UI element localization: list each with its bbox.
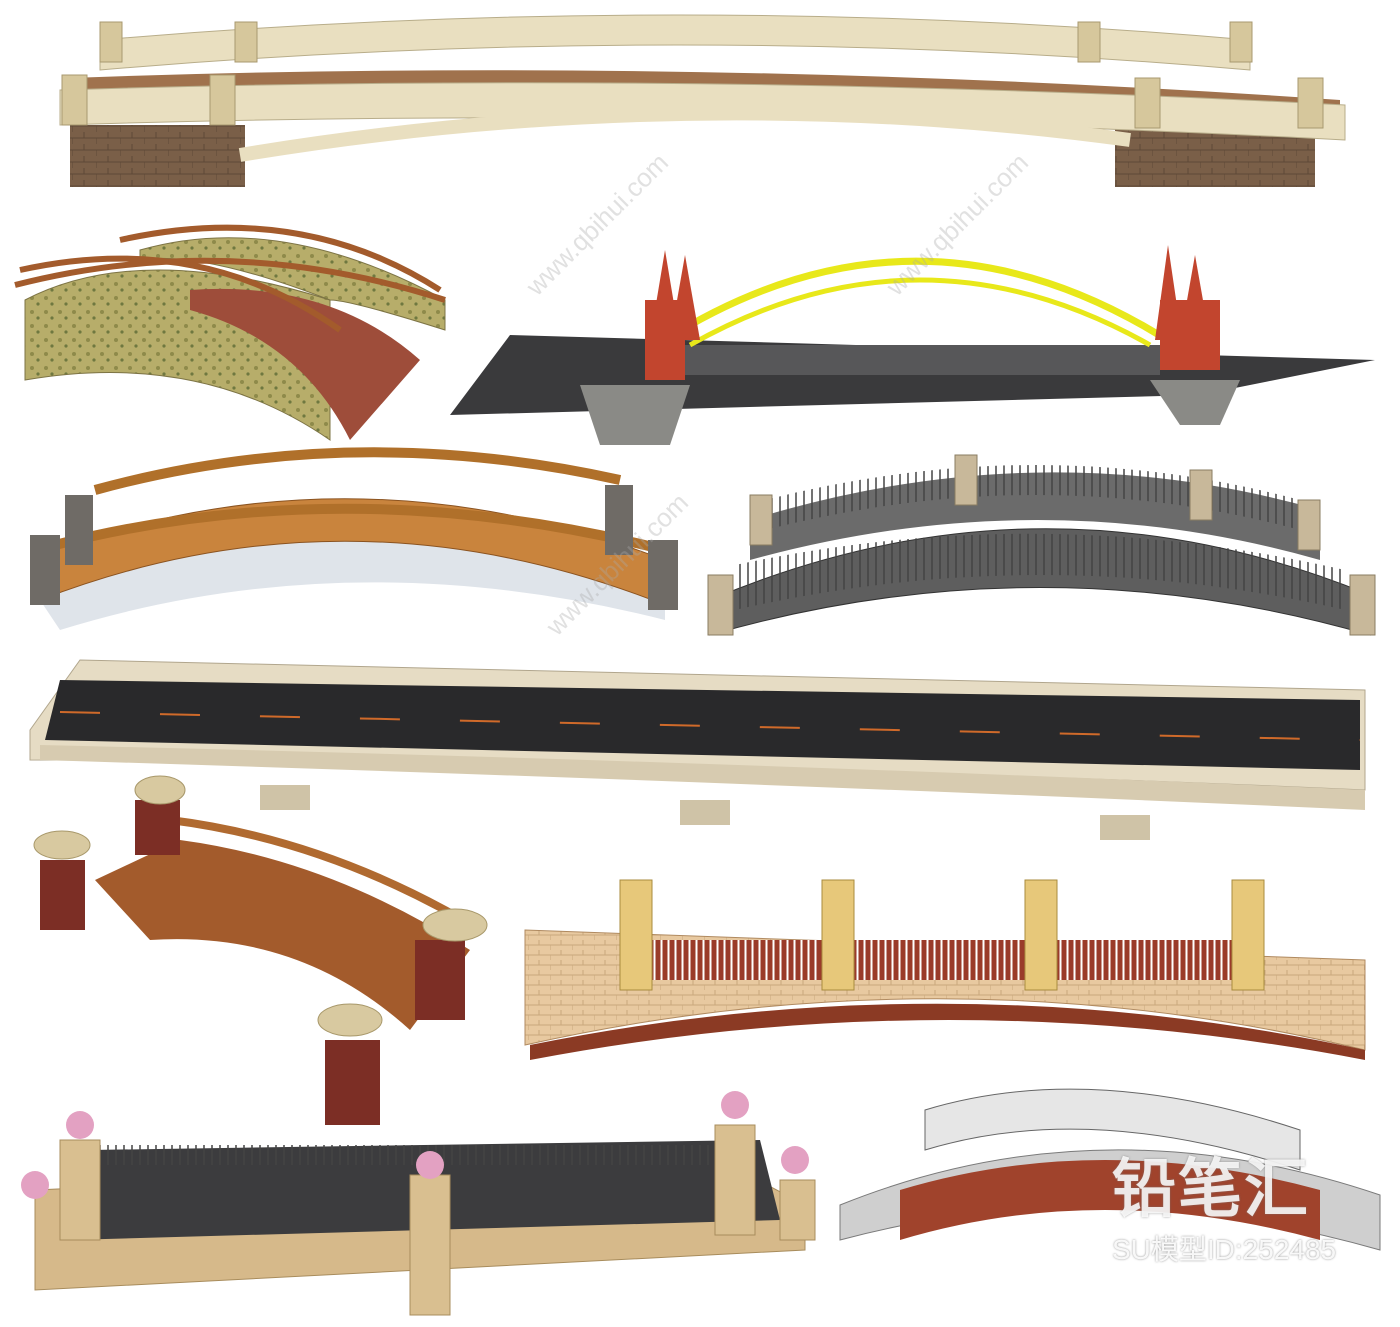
stone-balustrade-bridge: [59, 14, 1346, 187]
watermark-model-id: SU模型ID:252485: [1112, 1234, 1337, 1265]
wooden-truss-bridge: [30, 447, 678, 630]
yellow-steel-arch-bridge: [450, 245, 1375, 445]
brick-flower-bridge: [524, 879, 1366, 1060]
grey-railing-bridge: [707, 454, 1376, 636]
long-road-bridge: [29, 659, 1366, 840]
wooden-urn-bridge: [33, 775, 488, 1125]
white-stepped-bridge: [839, 1088, 1381, 1251]
grass-arch-bridge: [14, 224, 446, 441]
flower-urn-stone-bridge: [21, 1091, 816, 1316]
watermark-brand: 铅笔汇: [1112, 1153, 1310, 1227]
